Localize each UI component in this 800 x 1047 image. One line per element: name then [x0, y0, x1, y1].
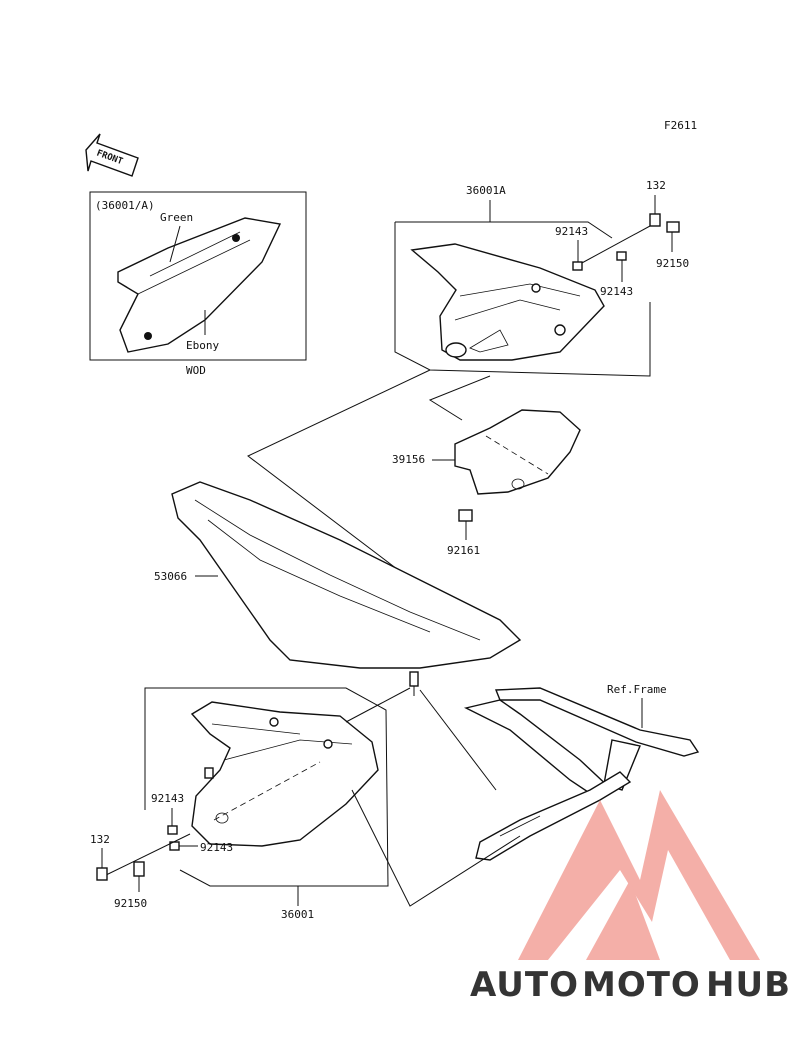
- color-variant-inset: (36001/A) Green Ebony WOD: [89, 191, 307, 377]
- side-cover-36001-graphic: [190, 701, 379, 847]
- label-92143-b: 92143: [600, 285, 633, 298]
- watermark-text-auto: AUTO: [470, 965, 579, 1005]
- watermark-text-hub: HUB: [706, 965, 791, 1005]
- rear-frame-reference: Ref.Frame: [463, 683, 700, 861]
- damper-92161: 92161: [447, 509, 480, 557]
- inset-caption: WOD: [186, 364, 206, 377]
- label-132-top: 132: [646, 179, 666, 192]
- label-39156: 39156: [392, 453, 425, 466]
- inset-title: (36001/A): [95, 199, 155, 212]
- label-92143-c: 92143: [151, 792, 184, 805]
- label-92150-top: 92150: [656, 257, 689, 270]
- seat-53066: 53066: [154, 481, 522, 696]
- automotohub-watermark-logo: AUTO MOTO HUB: [470, 790, 791, 1005]
- label-92143-a: 92143: [555, 225, 588, 238]
- inset-color-ebony: Ebony: [186, 339, 219, 352]
- figure-code: F2611: [664, 119, 697, 132]
- label-132-bottom: 132: [90, 833, 110, 846]
- rubber-pad-39156: 39156: [392, 409, 581, 495]
- front-arrow-icon: FRONT: [85, 133, 139, 177]
- label-ref-frame: Ref.Frame: [607, 683, 667, 696]
- label-92161: 92161: [447, 544, 480, 557]
- label-92150-bottom: 92150: [114, 897, 147, 910]
- label-53066: 53066: [154, 570, 187, 583]
- side-cover-left-group: 36001A 132 92150 92143 92143: [394, 179, 689, 377]
- side-cover-right-group: 36001 92143 92143 132 92150: [90, 687, 389, 921]
- inset-side-cover-graphic: [117, 217, 282, 353]
- label-92143-d: 92143: [200, 841, 233, 854]
- watermark-text-moto: MOTO: [582, 965, 701, 1005]
- label-36001: 36001: [281, 908, 314, 921]
- label-36001A: 36001A: [466, 184, 506, 197]
- inset-color-green: Green: [160, 211, 193, 224]
